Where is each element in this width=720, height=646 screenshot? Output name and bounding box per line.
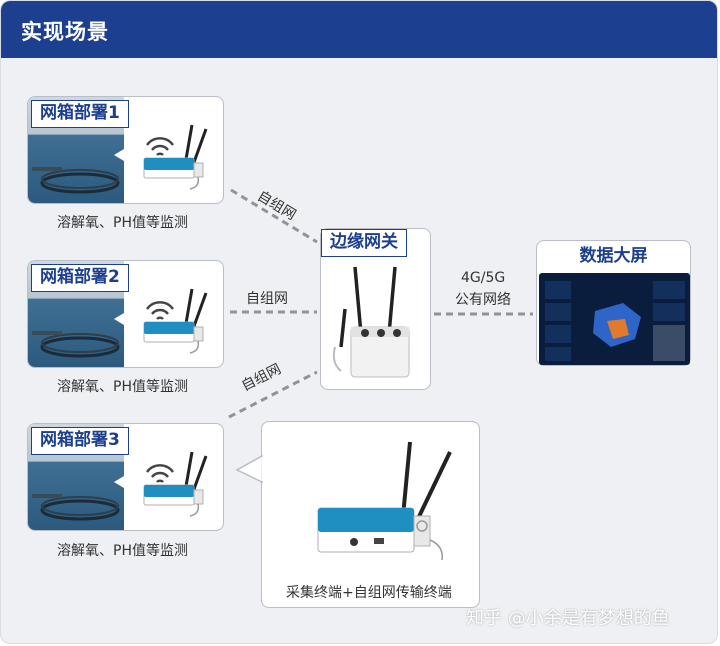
cage-label-1: 网箱部署1 bbox=[31, 100, 129, 128]
gateway-device-icon bbox=[321, 229, 432, 391]
cage-caption-2: 溶解氧、PH值等监测 bbox=[57, 376, 188, 396]
terminal-device-large bbox=[262, 422, 481, 609]
wifi-icon bbox=[147, 302, 173, 309]
uplink-label-tech: 4G/5G bbox=[461, 270, 505, 286]
wifi-icon bbox=[147, 138, 173, 145]
wifi-icon bbox=[147, 465, 173, 472]
dashboard-thumbnail bbox=[537, 241, 692, 367]
terminal-caption: 采集终端+自组网传输终端 bbox=[286, 582, 452, 602]
gateway-card: 边缘网关 bbox=[320, 228, 431, 390]
data-screen-card: 数据大屏 bbox=[536, 240, 691, 366]
cage-label-2: 网箱部署2 bbox=[31, 264, 129, 292]
cage-card-3: 网箱部署3 bbox=[27, 423, 224, 531]
terminal-callout: 采集终端+自组网传输终端 bbox=[261, 421, 480, 608]
cage-label-3: 网箱部署3 bbox=[31, 427, 129, 455]
cage-card-2: 网箱部署2 bbox=[27, 260, 224, 368]
cage-caption-3: 溶解氧、PH值等监测 bbox=[57, 540, 188, 560]
cage-caption-1: 溶解氧、PH值等监测 bbox=[57, 212, 188, 232]
link-label-2: 自组网 bbox=[246, 288, 288, 308]
watermark: 知乎 @小余是有梦想的鱼 bbox=[466, 604, 670, 630]
uplink-label-network: 公有网络 bbox=[455, 289, 511, 309]
cage-card-1: 网箱部署1 bbox=[27, 96, 224, 204]
